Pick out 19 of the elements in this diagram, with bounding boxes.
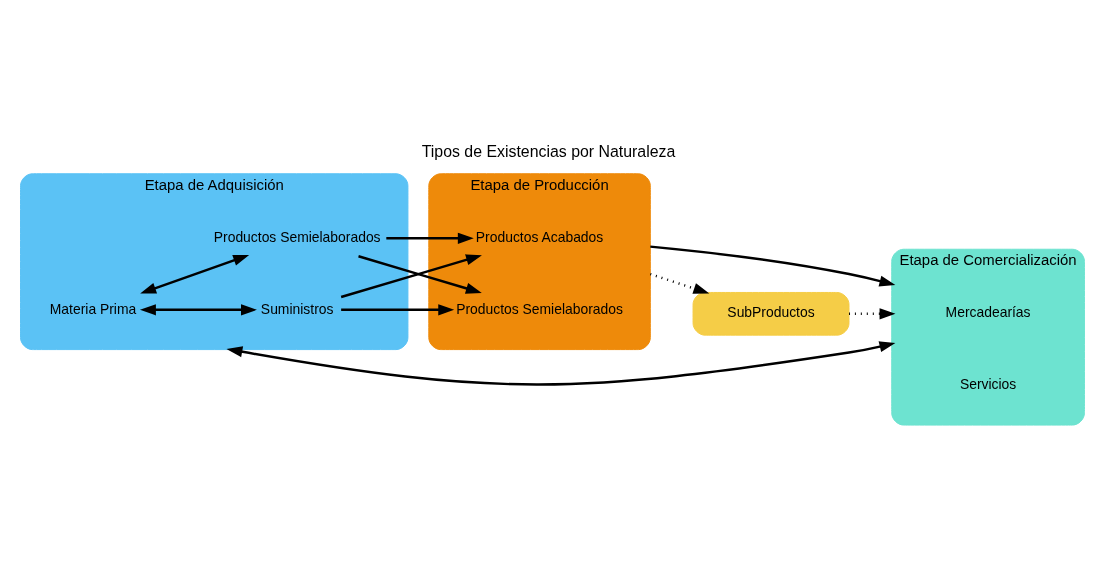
arrow [341,303,455,315]
arrow [386,232,474,244]
arrow [226,340,896,386]
arrow [358,254,482,294]
node-box: SubProductos [692,291,850,336]
node-text: Productos Acabados [475,228,604,245]
node-text: Suministros [260,300,334,317]
arrow [340,253,482,298]
node-text: Productos Semielaborados [456,300,623,317]
node-text: Productos Semielaborados [213,228,381,245]
arrow [849,307,896,319]
node-text: Servicios [959,375,1017,392]
arrow [650,244,896,286]
arrow [139,303,257,315]
node-text: Mercadearías [945,303,1031,320]
diagram-title: Tipos de Existencias por Naturaleza [421,142,676,160]
node-text: Materia Prima [49,300,137,317]
arrow [649,272,710,294]
arrow [140,254,250,293]
